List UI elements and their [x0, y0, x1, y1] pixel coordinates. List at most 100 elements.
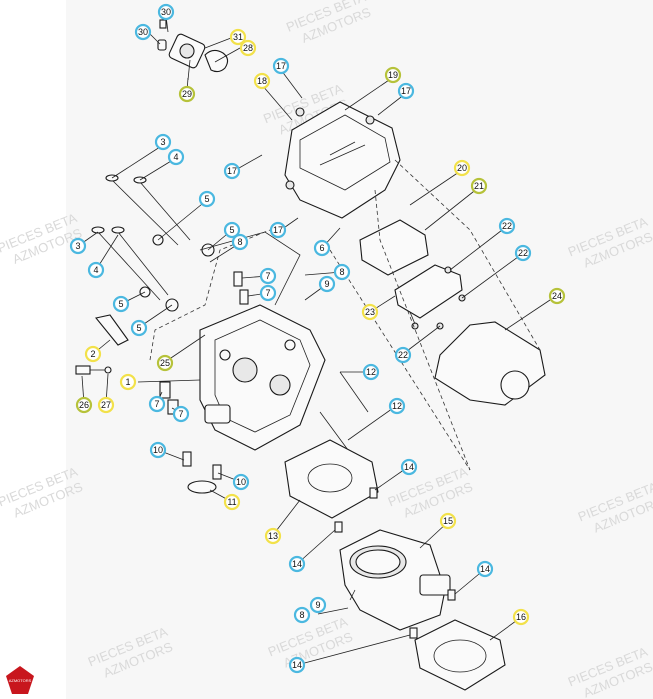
- callout-14[interactable]: 14: [476, 560, 494, 578]
- cylinder-head-gasket: [284, 439, 379, 519]
- callout-30[interactable]: 30: [134, 23, 152, 41]
- callout-3[interactable]: 3: [154, 133, 172, 151]
- svg-text:27: 27: [101, 400, 111, 410]
- svg-text:12: 12: [392, 401, 402, 411]
- callout-9[interactable]: 9: [318, 275, 336, 293]
- svg-text:8: 8: [339, 267, 344, 277]
- callout-7[interactable]: 7: [148, 395, 166, 413]
- callout-14[interactable]: 14: [288, 555, 306, 573]
- cylinder: [339, 529, 451, 631]
- callout-3[interactable]: 3: [69, 237, 87, 255]
- callout-17[interactable]: 17: [272, 57, 290, 75]
- brand-logo: AZMOTORS: [6, 666, 34, 694]
- cylinder-base-gasket: [414, 619, 506, 691]
- callout-9[interactable]: 9: [309, 596, 327, 614]
- callout-14[interactable]: 14: [288, 656, 306, 674]
- callout-8[interactable]: 8: [231, 233, 249, 251]
- svg-text:5: 5: [118, 299, 123, 309]
- callout-7[interactable]: 7: [259, 267, 277, 285]
- callout-19[interactable]: 19: [384, 66, 402, 84]
- svg-text:20: 20: [457, 163, 467, 173]
- callout-5[interactable]: 5: [198, 190, 216, 208]
- callout-17[interactable]: 17: [269, 221, 287, 239]
- callout-23[interactable]: 23: [361, 303, 379, 321]
- callout-8[interactable]: 8: [293, 606, 311, 624]
- svg-text:15: 15: [443, 516, 453, 526]
- callout-10[interactable]: 10: [232, 473, 250, 491]
- svg-text:17: 17: [401, 86, 411, 96]
- callout-4[interactable]: 4: [87, 261, 105, 279]
- svg-text:11: 11: [227, 497, 236, 507]
- callout-7[interactable]: 7: [259, 284, 277, 302]
- svg-text:17: 17: [276, 61, 286, 71]
- svg-text:16: 16: [516, 612, 526, 622]
- callout-17[interactable]: 17: [397, 82, 415, 100]
- studs: [159, 271, 249, 494]
- callouts: 30 30 31 28 29 17 18 19 17 3 4 17 20 21 …: [69, 3, 566, 674]
- callout-4[interactable]: 4: [167, 148, 185, 166]
- svg-text:12: 12: [366, 367, 376, 377]
- callout-5[interactable]: 5: [130, 319, 148, 337]
- callout-5[interactable]: 5: [223, 221, 241, 239]
- callout-13[interactable]: 13: [264, 527, 282, 545]
- svg-text:13: 13: [268, 531, 278, 541]
- svg-text:10: 10: [236, 477, 246, 487]
- callout-17[interactable]: 17: [223, 162, 241, 180]
- svg-text:26: 26: [79, 400, 89, 410]
- callout-16[interactable]: 16: [512, 608, 530, 626]
- svg-text:6: 6: [319, 243, 324, 253]
- svg-text:3: 3: [160, 137, 165, 147]
- callout-18[interactable]: 18: [253, 72, 271, 90]
- callout-30[interactable]: 30: [157, 3, 175, 21]
- svg-text:4: 4: [93, 265, 98, 275]
- svg-text:18: 18: [257, 76, 267, 86]
- svg-text:23: 23: [365, 307, 375, 317]
- head-bolts: [319, 371, 369, 451]
- assembly-guide-lines: [329, 159, 541, 601]
- callout-22[interactable]: 22: [514, 244, 532, 262]
- callout-22[interactable]: 22: [394, 346, 412, 364]
- callout-2[interactable]: 2: [84, 345, 102, 363]
- svg-text:7: 7: [178, 409, 183, 419]
- callout-22[interactable]: 22: [498, 217, 516, 235]
- svg-text:5: 5: [204, 194, 209, 204]
- svg-text:9: 9: [315, 600, 320, 610]
- spark-plug: [95, 314, 129, 346]
- svg-text:1: 1: [125, 377, 130, 387]
- callout-25[interactable]: 25: [156, 354, 174, 372]
- callout-29[interactable]: 29: [178, 85, 196, 103]
- svg-text:8: 8: [299, 610, 304, 620]
- svg-text:9: 9: [324, 279, 329, 289]
- callout-26[interactable]: 26: [75, 396, 93, 414]
- callout-10[interactable]: 10: [149, 441, 167, 459]
- svg-text:7: 7: [154, 399, 159, 409]
- callout-14[interactable]: 14: [400, 458, 418, 476]
- svg-text:17: 17: [273, 225, 283, 235]
- callout-20[interactable]: 20: [453, 159, 471, 177]
- svg-text:22: 22: [518, 248, 528, 258]
- callout-15[interactable]: 15: [439, 512, 457, 530]
- callout-11[interactable]: 11: [223, 493, 241, 511]
- svg-text:5: 5: [136, 323, 141, 333]
- callout-12[interactable]: 12: [362, 363, 380, 381]
- callout-12[interactable]: 12: [388, 397, 406, 415]
- svg-text:30: 30: [161, 7, 171, 17]
- valve-cover-gasket: [434, 321, 546, 406]
- callout-8[interactable]: 8: [333, 263, 351, 281]
- callout-24[interactable]: 24: [548, 287, 566, 305]
- cylinder-head: [149, 229, 326, 451]
- callout-6[interactable]: 6: [313, 239, 331, 257]
- svg-text:3: 3: [75, 241, 80, 251]
- callout-7[interactable]: 7: [172, 405, 190, 423]
- valve-cover: [284, 101, 401, 219]
- callout-21[interactable]: 21: [470, 177, 488, 195]
- svg-text:14: 14: [292, 660, 302, 670]
- callout-28[interactable]: 28: [239, 39, 257, 57]
- callout-27[interactable]: 27: [97, 396, 115, 414]
- svg-text:14: 14: [404, 462, 414, 472]
- callout-31[interactable]: 31: [229, 28, 247, 46]
- callout-1[interactable]: 1: [119, 373, 137, 391]
- callout-5[interactable]: 5: [112, 295, 130, 313]
- svg-text:21: 21: [474, 181, 484, 191]
